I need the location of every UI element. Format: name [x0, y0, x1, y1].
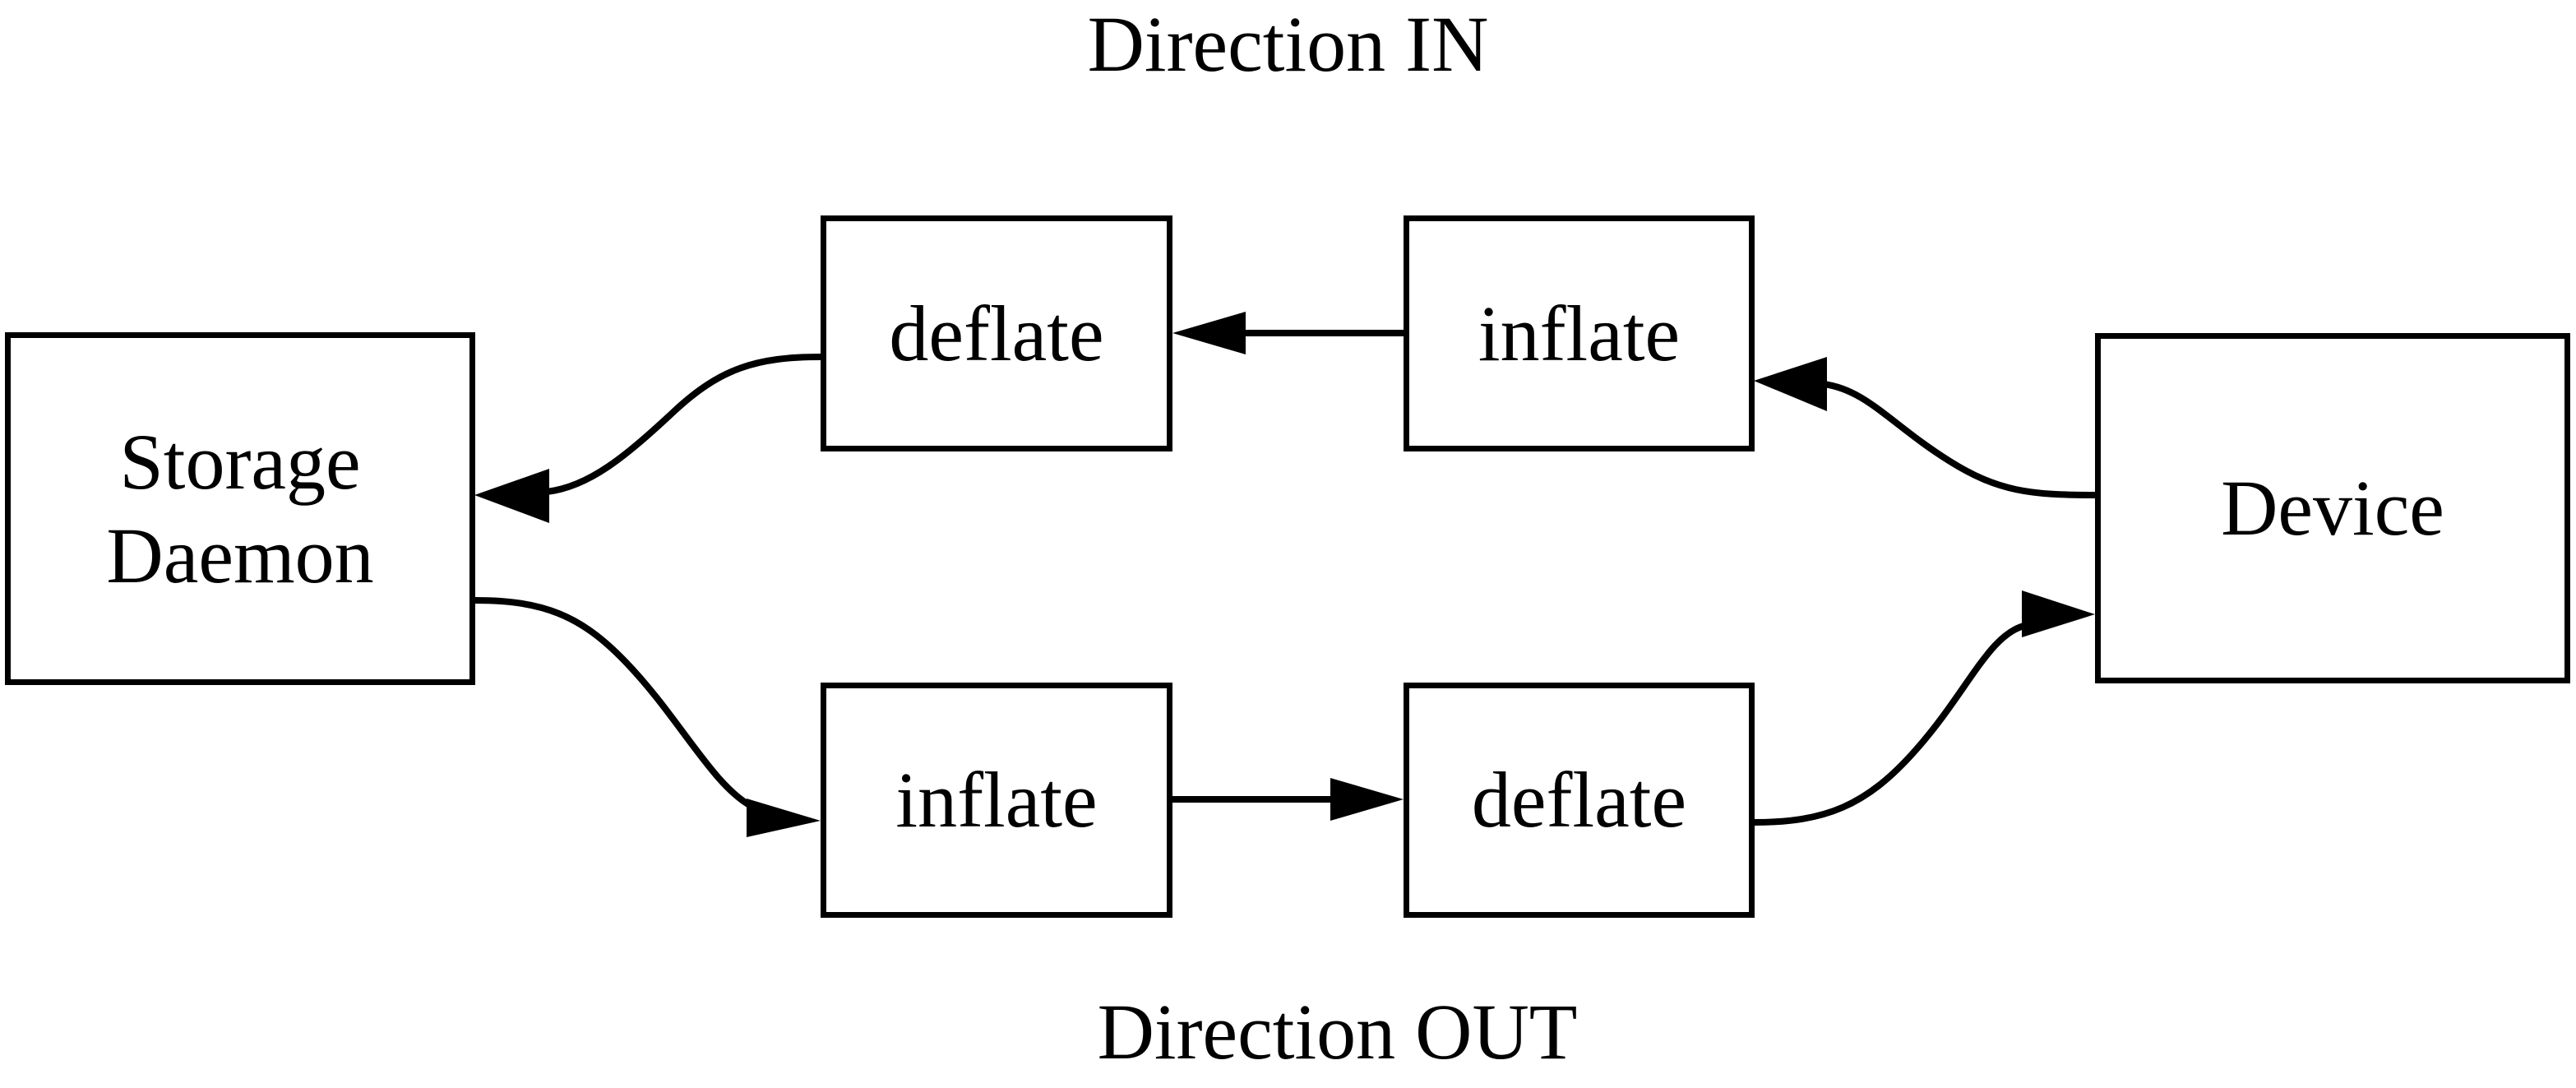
direction-in-label: Direction IN	[1087, 0, 1489, 88]
node-deflate-in[interactable]: deflate	[821, 215, 1172, 451]
direction-out-label: Direction OUT	[1097, 988, 1578, 1076]
edge-deflate-in-to-storage-daemon	[474, 354, 821, 523]
node-deflate-out-label: deflate	[1471, 756, 1687, 845]
edge-deflate-out-to-device	[1753, 590, 2095, 826]
node-storage-daemon-label-line2: Daemon	[106, 511, 374, 600]
node-deflate-out[interactable]: deflate	[1404, 683, 1755, 918]
node-inflate-in[interactable]: inflate	[1404, 215, 1755, 451]
node-inflate-in-label: inflate	[1478, 289, 1681, 377]
edge-inflate-in-to-deflate-in	[1172, 312, 1404, 354]
node-device-label: Device	[2221, 464, 2444, 553]
node-deflate-in-label: deflate	[889, 289, 1104, 377]
node-device[interactable]: Device	[2095, 333, 2570, 683]
edge-device-to-inflate-in	[1754, 357, 2096, 498]
edge-storage-daemon-to-inflate-out	[474, 597, 821, 837]
node-inflate-out[interactable]: inflate	[821, 683, 1172, 918]
edge-inflate-out-to-deflate-out	[1172, 778, 1404, 821]
node-storage-daemon-label-line1: Storage	[119, 418, 361, 507]
node-inflate-out-label: inflate	[895, 756, 1098, 845]
node-storage-daemon[interactable]: Storage Daemon	[5, 332, 475, 685]
